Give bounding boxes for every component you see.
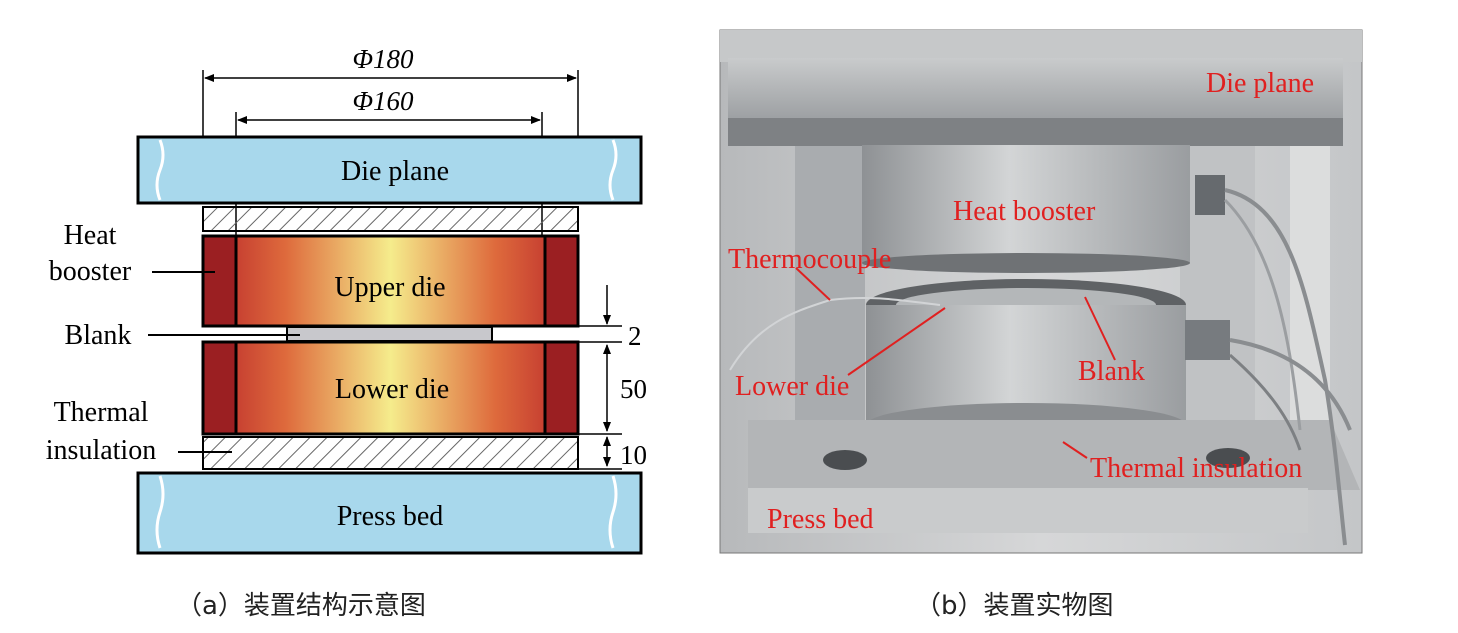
blank-callout: Blank (65, 320, 300, 351)
schematic-diagram: Φ180 Φ160 Die plane Upper die Lower die (46, 44, 647, 555)
dim-2-label: 2 (628, 321, 642, 351)
caption-a: （a）装置结构示意图 (176, 591, 426, 621)
upper-insulation (202, 206, 579, 232)
press-bed-label: Press bed (337, 501, 444, 532)
press-bed-plate: Press bed (136, 471, 643, 555)
lower-insulation (202, 436, 579, 470)
lower-die-label: Lower die (335, 374, 449, 405)
dim-outer-label: Φ180 (352, 44, 414, 74)
heat-booster-label-2: booster (49, 256, 132, 287)
photo-lower-die-label: Lower die (735, 371, 849, 402)
photo-frame (719, 29, 1363, 554)
photo-labels: Die plane Heat booster Thermocouple Lowe… (728, 68, 1314, 535)
thermal-label-2: insulation (46, 435, 156, 466)
thermal-label-1: Thermal (54, 397, 149, 428)
die-plane-label: Die plane (341, 156, 449, 187)
heat-booster-label-1: Heat (64, 220, 117, 251)
dimension-phi180: Φ180 (202, 44, 579, 138)
heat-booster-callout: Heat booster (49, 220, 215, 287)
photo-blank-label: Blank (1078, 356, 1145, 387)
thermal-insulation-callout: Thermal insulation (46, 397, 232, 466)
right-dimensions: 2 50 10 (578, 285, 647, 470)
photo-heat-booster-label: Heat booster (953, 196, 1096, 227)
blank-sheet (286, 326, 493, 342)
upper-die-label: Upper die (334, 272, 445, 303)
dim-50-label: 50 (620, 374, 647, 404)
dim-10-label: 10 (620, 440, 647, 470)
photo-leader-lines (795, 267, 1116, 459)
dim-inner-label: Φ160 (352, 86, 414, 116)
lower-die: Lower die (201, 340, 580, 436)
photo-die-plane-label: Die plane (1206, 68, 1314, 99)
photo-thermal-insulation-label: Thermal insulation (1090, 453, 1302, 484)
photo-press-bed-label: Press bed (767, 504, 874, 535)
upper-die: Upper die (201, 234, 580, 328)
caption-b: （b）装置实物图 (915, 591, 1114, 621)
die-plane-plate: Die plane (136, 135, 643, 205)
blank-label: Blank (65, 320, 132, 351)
photo-thermocouple-label: Thermocouple (728, 244, 891, 275)
